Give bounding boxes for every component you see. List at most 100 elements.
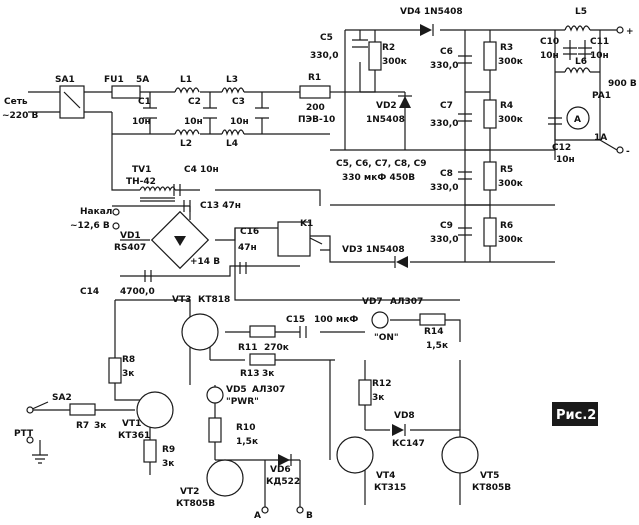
- label-l3: L3: [226, 75, 238, 85]
- l1-inductor: [174, 87, 200, 94]
- r8-resistor: [108, 357, 122, 384]
- heater-terminal-1: [112, 208, 120, 216]
- label-vd8-type: КС147: [392, 439, 425, 449]
- label-vd5: VD5: [226, 385, 247, 395]
- r9-resistor: [143, 439, 157, 463]
- output-plus-terminal: [616, 26, 624, 34]
- label-c7: C7: [440, 101, 453, 111]
- label-c4: C4 10н: [184, 165, 219, 175]
- c3-capacitor: [255, 107, 269, 119]
- label-r1: R1: [308, 73, 321, 83]
- label-sa2: SA2: [52, 393, 72, 403]
- label-c2: C2: [188, 97, 201, 107]
- c8-capacitor: [458, 171, 472, 180]
- c4-capacitor: [173, 184, 181, 196]
- c14-capacitor: [144, 270, 152, 282]
- label-vt5: VT5: [480, 471, 499, 481]
- label-fu1-val: 5A: [136, 75, 149, 85]
- label-l4: L4: [226, 139, 238, 149]
- label-c1: C1: [138, 97, 151, 107]
- c1-capacitor: [143, 107, 157, 119]
- label-mains-voltage: ~220 В: [2, 111, 38, 121]
- l2-inductor: [174, 129, 200, 136]
- label-c2-val: 10н: [184, 117, 203, 127]
- c10-capacitor: [563, 47, 577, 55]
- label-vd1-type: RS407: [114, 243, 146, 253]
- label-r4: R4: [500, 101, 513, 111]
- label-tv1: TV1: [132, 165, 151, 175]
- l6-inductor: [564, 67, 591, 74]
- c13-capacitor: [183, 200, 191, 212]
- r2-resistor: [368, 41, 382, 71]
- label-l1: L1: [180, 75, 192, 85]
- r12-resistor: [358, 379, 372, 406]
- l5-inductor: [564, 25, 591, 32]
- c16-capacitor: [239, 262, 247, 274]
- label-sa1: SA1: [55, 75, 75, 85]
- label-r10: R10: [236, 423, 255, 433]
- label-pa1: PA1: [592, 91, 611, 101]
- label-k1: K1: [300, 219, 313, 229]
- sa2-switch: [26, 406, 34, 414]
- vt5-transistor: [441, 436, 479, 474]
- label-r11-val: 270к: [264, 343, 289, 353]
- label-minus: -: [626, 147, 630, 157]
- label-r1-val: 200: [306, 103, 325, 113]
- l4-inductor: [221, 129, 245, 137]
- label-r11: R11: [238, 343, 257, 353]
- label-r7-val: 3к: [94, 421, 106, 431]
- label-c14-val: 4700,0: [120, 287, 155, 297]
- r11-resistor: [249, 325, 276, 338]
- label-vd1: VD1: [120, 231, 141, 241]
- label-r1-type: ПЭВ-10: [298, 115, 335, 125]
- label-r2: R2: [382, 43, 395, 53]
- label-vd3: VD3 1N5408: [342, 245, 405, 255]
- vd3-diode: [396, 256, 408, 268]
- label-r7: R7: [76, 421, 89, 431]
- label-r9-val: 3к: [162, 459, 174, 469]
- terminal-b: [296, 506, 304, 514]
- label-c11-val: 10н: [590, 51, 609, 61]
- label-plus: +: [626, 27, 634, 37]
- label-vd8: VD8: [394, 411, 415, 421]
- c6-capacitor: [458, 55, 472, 64]
- k1-relay-coil: [277, 221, 311, 257]
- label-vd2-type: 1N5408: [366, 115, 405, 125]
- label-mains: Сеть: [4, 97, 28, 107]
- label-c5-val: 330,0: [310, 51, 338, 61]
- label-r9: R9: [162, 445, 175, 455]
- label-caps-note-val: 330 мкФ 450В: [342, 173, 415, 183]
- label-c16-val: 47н: [238, 243, 257, 253]
- label-c7-val: 330,0: [430, 119, 458, 129]
- label-r6: R6: [500, 221, 513, 231]
- label-c5: C5: [320, 33, 333, 43]
- label-r5-val: 300к: [498, 179, 523, 189]
- labels: VD4 1N5408 L5 C5 330,0 R2 300к C6 330,0 …: [2, 7, 637, 521]
- label-vt4-type: КТ315: [374, 483, 406, 493]
- label-vt2-type: КТ805В: [176, 499, 215, 509]
- c5-capacitor: [352, 39, 368, 48]
- label-c15: C15: [286, 315, 305, 325]
- label-fu1: FU1: [104, 75, 124, 85]
- c12-capacitor: [548, 117, 562, 125]
- ptt-terminal: [26, 436, 34, 444]
- label-pa1-range: 1A: [594, 133, 607, 143]
- figure-label-box: [552, 402, 598, 426]
- vd2-diode: [399, 96, 411, 108]
- label-l5: L5: [575, 7, 587, 17]
- label-terminal-b: B: [306, 511, 313, 521]
- label-heater-val: ~12,6 В: [70, 221, 110, 231]
- label-r3-val: 300к: [498, 57, 523, 67]
- label-c8: C8: [440, 169, 453, 179]
- label-r12: R12: [372, 379, 391, 389]
- vd7-led: [371, 311, 389, 329]
- label-l2: L2: [180, 139, 192, 149]
- label-plus14: +14 В: [190, 257, 220, 267]
- label-c9: C9: [440, 221, 453, 231]
- wires: [28, 29, 601, 510]
- label-c8-val: 330,0: [430, 183, 458, 193]
- label-ptt: PTT: [14, 429, 34, 439]
- label-r14: R14: [424, 327, 443, 337]
